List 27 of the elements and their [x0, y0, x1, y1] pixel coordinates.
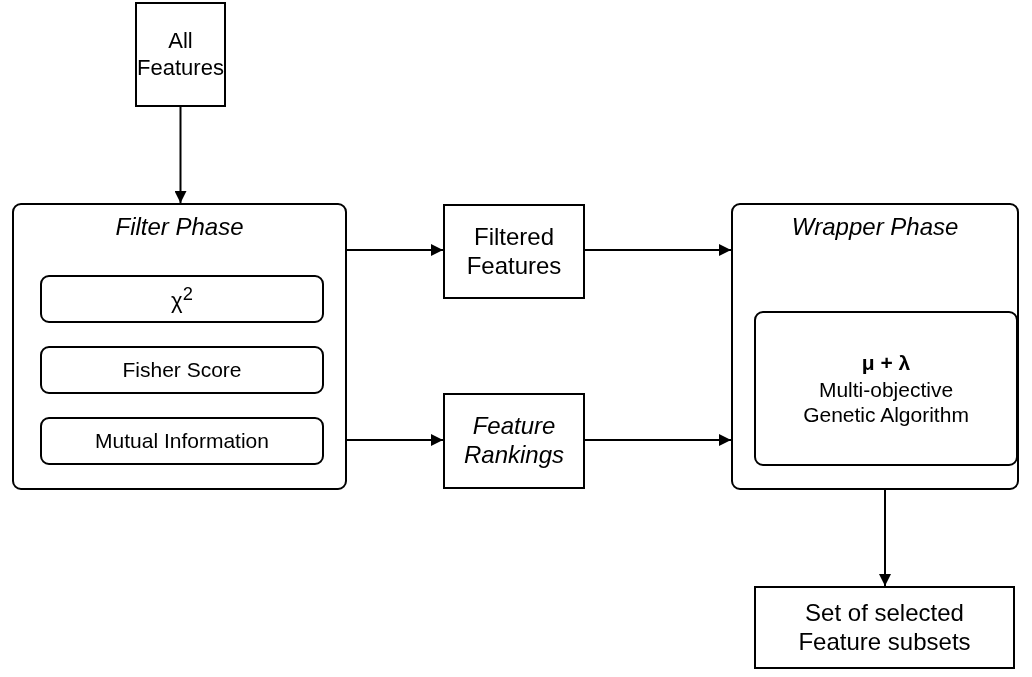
process-box: [754, 311, 1018, 466]
arrow: [174, 106, 187, 204]
box-label: All Features: [137, 28, 224, 81]
process-box: [40, 346, 324, 394]
box-label: Feature Rankings: [462, 412, 566, 470]
process-box: [443, 393, 585, 489]
process-box: [40, 417, 324, 465]
arrow: [584, 434, 732, 446]
phase-title: Filter Phase: [115, 213, 244, 242]
process-box: [135, 2, 226, 107]
arrow: [879, 489, 891, 587]
arrow: [346, 434, 444, 446]
box-label: χ$^{2}$: [171, 283, 193, 315]
arrow: [346, 244, 444, 256]
box-label: Fisher Score: [122, 357, 242, 383]
phase-container: [731, 203, 1019, 490]
phase-container: [12, 203, 347, 490]
box-label: Multi-objective Genetic Algorithm: [802, 376, 970, 428]
arrow: [584, 244, 732, 256]
box-label: Mutual Information: [95, 428, 269, 454]
box-label: Filtered Features: [465, 222, 563, 281]
process-box: [443, 204, 585, 299]
box-label: μ + λ: [861, 349, 911, 375]
phase-title: Wrapper Phase: [791, 213, 959, 242]
process-box: [754, 586, 1015, 669]
box-label: Set of selected Feature subsets: [797, 598, 972, 657]
process-box: [40, 275, 324, 323]
